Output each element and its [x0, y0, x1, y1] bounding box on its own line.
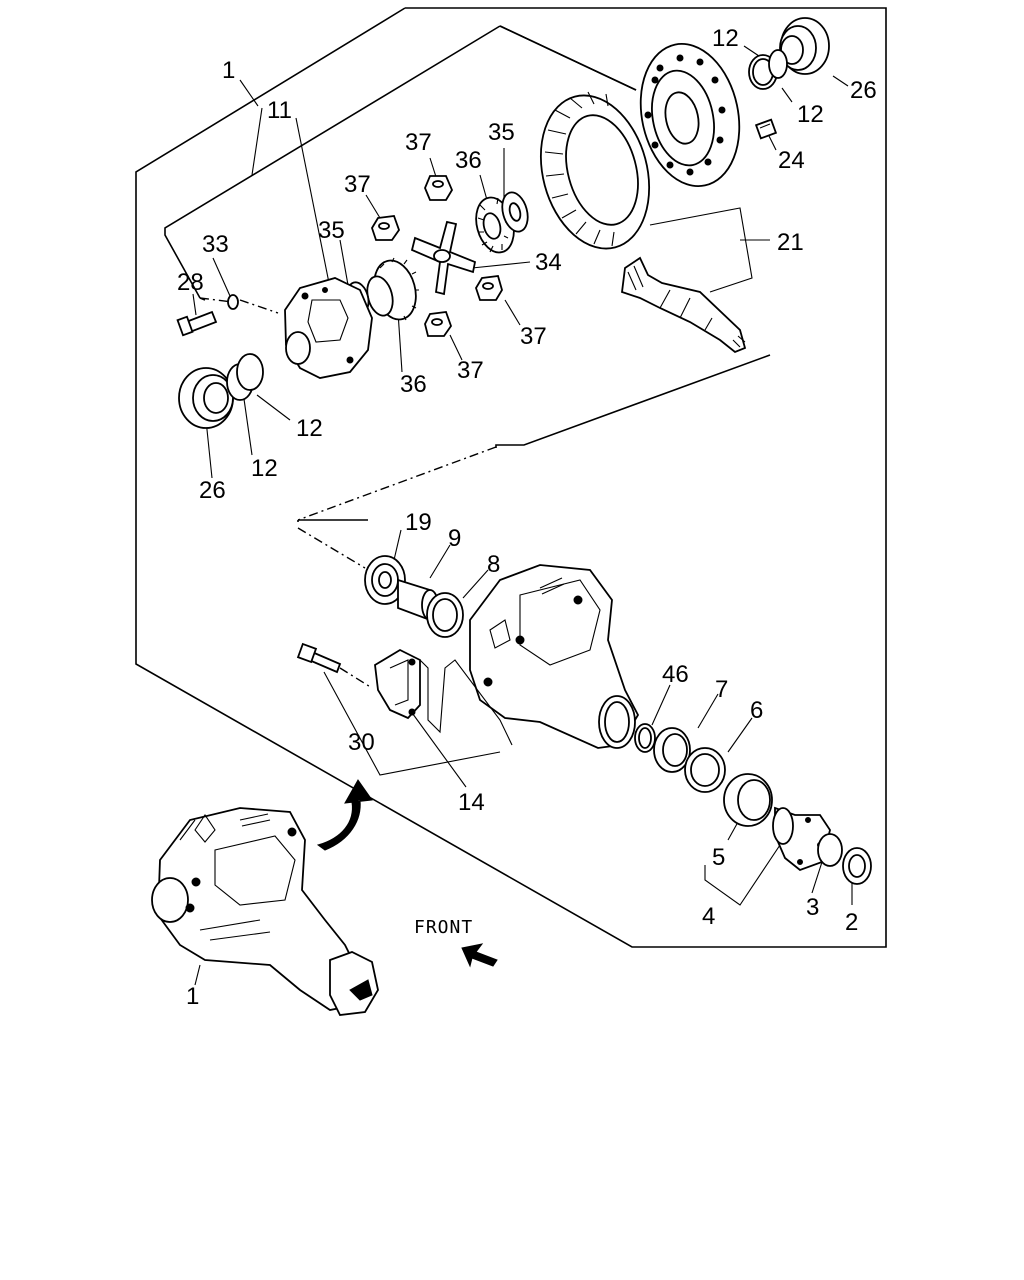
callout-12-a: 12: [712, 25, 739, 52]
callout-1-bottom: 1: [186, 983, 199, 1010]
bearing-26-bottom: [178, 367, 234, 429]
callout-12-c: 12: [296, 415, 323, 442]
callout-33: 33: [202, 231, 229, 258]
callout-3: 3: [806, 894, 819, 921]
nut-2: [842, 847, 872, 885]
washer-3: [817, 833, 843, 867]
leader-lines: [192, 45, 853, 986]
callout-26-top: 26: [850, 77, 877, 104]
assembled-carrier-1: [151, 807, 379, 1016]
arrow-up-left-icon: [461, 943, 498, 968]
callout-2: 2: [845, 909, 858, 936]
pinion-gear-37-b: [371, 215, 401, 241]
callout-46: 46: [662, 661, 689, 688]
callout-37-a: 37: [405, 129, 432, 156]
callout-26-bottom: 26: [199, 477, 226, 504]
shim-8: [426, 592, 464, 638]
callout-34: 34: [535, 249, 562, 276]
shim-12-top: [748, 49, 788, 90]
callout-35-b: 35: [318, 217, 345, 244]
callout-28: 28: [177, 269, 204, 296]
pinion-gear-37-d: [424, 311, 453, 337]
callout-21: 21: [777, 229, 804, 256]
bearing-7: [653, 727, 691, 773]
group-outline-1: [135, 7, 887, 948]
deflector-5: [723, 773, 773, 827]
callout-12-b: 12: [797, 101, 824, 128]
callout-24: 24: [778, 147, 805, 174]
callout-37-c: 37: [520, 323, 547, 350]
cap-outline: [419, 659, 513, 746]
callout-36-b: 36: [400, 371, 427, 398]
callout-35-a: 35: [488, 119, 515, 146]
washer-33: [227, 294, 239, 310]
callout-7: 7: [715, 676, 728, 703]
bolt-30: [296, 642, 342, 674]
callout-36-a: 36: [455, 147, 482, 174]
front-label: FRONT: [414, 917, 473, 938]
drive-pinion-21: [621, 256, 747, 354]
callout-37-b: 37: [344, 171, 371, 198]
callout-4: 4: [702, 903, 715, 930]
dashed-leader-11: [199, 297, 497, 521]
callout-5: 5: [712, 844, 725, 871]
bearing-cap-14: [374, 648, 421, 720]
callout-9: 9: [448, 525, 461, 552]
differential-case: [284, 277, 373, 379]
shim-12-bottom: [226, 353, 264, 401]
bearing-19: [364, 555, 406, 605]
callout-30: 30: [348, 729, 375, 756]
ring-gear-21: [539, 91, 651, 250]
housing-dash: [297, 527, 366, 569]
thrust-washer-35-top: [501, 191, 529, 233]
side-gear-36-bottom: [366, 257, 419, 321]
oil-seal-6: [684, 747, 726, 793]
bolt-28: [176, 310, 218, 337]
differential-case-flange: [639, 42, 741, 188]
callout-19: 19: [405, 509, 432, 536]
callout-1-top: 1: [222, 57, 235, 84]
callout-14: 14: [458, 789, 485, 816]
group-outline-11-frame: [164, 25, 771, 448]
pinion-gear-37-c: [475, 275, 503, 301]
callout-labels: 1 11 12 26 12 24 37 35 36 37 33 35 34 21…: [177, 25, 877, 1010]
housing-outline: [297, 519, 368, 522]
callout-6: 6: [750, 697, 763, 724]
differential-spider-34: [410, 220, 477, 296]
carrier-housing: [469, 564, 640, 749]
callout-12-d: 12: [251, 455, 278, 482]
o-ring-46: [634, 723, 656, 753]
pinion-gear-37-a: [424, 175, 454, 201]
callout-11: 11: [267, 97, 292, 124]
bolt-30-dash: [339, 667, 373, 689]
curved-arrow-icon: [316, 779, 373, 851]
bolt-24: [754, 118, 778, 140]
callout-8: 8: [487, 551, 500, 578]
callout-37-d: 37: [457, 357, 484, 384]
